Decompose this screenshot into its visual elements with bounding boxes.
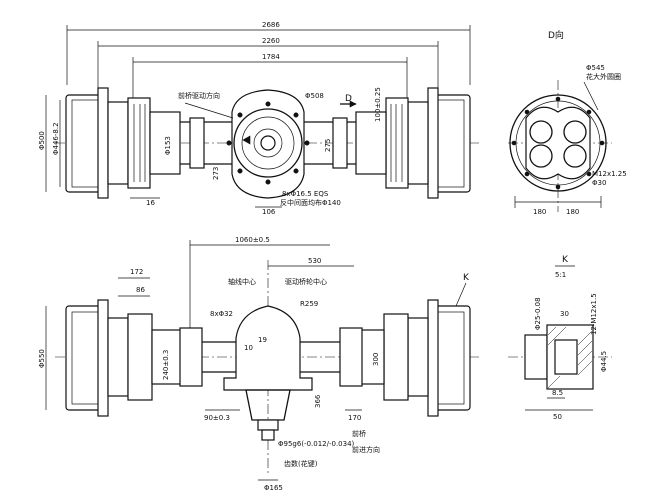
view-d-bolts bbox=[511, 96, 605, 190]
detail-k-d25: Φ25-0.08 bbox=[534, 297, 542, 330]
view-d-thread-dia: Φ30 bbox=[592, 179, 606, 187]
legend-1: 前桥 bbox=[352, 429, 366, 438]
dim-hub-dia: Φ508 bbox=[305, 92, 324, 100]
view-d-mark: D bbox=[345, 94, 352, 104]
dim-left-h2: 273 bbox=[212, 167, 220, 180]
view-d-w-left: 180 bbox=[533, 208, 546, 216]
view-d-w-right: 180 bbox=[566, 208, 579, 216]
dim-165: Φ165 bbox=[264, 484, 283, 492]
detail-k-scale: 5:1 bbox=[555, 271, 566, 279]
k-mark: K bbox=[463, 273, 470, 283]
dim-flange-dia2: Φ446-8.2 bbox=[52, 122, 60, 155]
dim-bolts: 8xΦ16.5 EQS bbox=[282, 190, 329, 198]
dim-10: 10 bbox=[244, 344, 253, 352]
detail-k-hatch bbox=[547, 326, 593, 389]
dim-r259: R259 bbox=[300, 300, 318, 308]
bolt-circle-top bbox=[226, 101, 310, 185]
dim-flange-dia: Φ500 bbox=[38, 131, 46, 150]
dim-right-h: 275 bbox=[324, 139, 332, 152]
dim-19: 19 bbox=[258, 336, 267, 344]
dim-bolts-note: 反中间面均布Φ140 bbox=[280, 198, 341, 207]
dim-240: 240±0.3 bbox=[162, 350, 170, 380]
view-d-dia: Φ545 bbox=[586, 64, 605, 72]
detail-k: K 5:1 Φ25-0.08 30 12-M12x1.5 Φ44.5 8.5 5… bbox=[508, 255, 612, 421]
top-view: 2686 2260 1784 bbox=[38, 21, 480, 216]
detail-k-thread: 12-M12x1.5 bbox=[590, 293, 598, 335]
dim-300: 300 bbox=[372, 353, 380, 366]
view-d-thread: M12x1.25 bbox=[592, 170, 627, 178]
dim-center-106: 106 bbox=[262, 208, 276, 216]
bottom-view: 1060±0.5 530 172 86 8xΦ32 bbox=[38, 236, 480, 492]
dim-170: 170 bbox=[348, 414, 361, 422]
dim-172: 172 bbox=[130, 268, 143, 276]
dim-shaft: Φ95g6(-0.012/-0.034) bbox=[278, 440, 355, 448]
arrow-note: 前桥驱动方向 bbox=[178, 91, 220, 100]
dim-right-offset: 100±0.25 bbox=[374, 87, 382, 122]
detail-k-d8: 8.5 bbox=[552, 389, 563, 397]
label-holes: 8xΦ32 bbox=[210, 310, 233, 318]
dim-90: 90±0.3 bbox=[204, 414, 230, 422]
dim-366: 366 bbox=[314, 394, 322, 408]
dim-spline: 齿数(花键) bbox=[284, 459, 318, 468]
view-d-title: D向 bbox=[548, 29, 564, 41]
dim-overall: 2686 bbox=[262, 21, 280, 29]
dim-side-16: 16 bbox=[146, 199, 155, 207]
label-center2: 驱动桥轮中心 bbox=[285, 277, 327, 286]
dim-mid: 2260 bbox=[262, 37, 280, 45]
dim-left-h: Φ153 bbox=[164, 136, 172, 155]
dim-1060: 1060±0.5 bbox=[235, 236, 270, 244]
label-center: 轴线中心 bbox=[228, 277, 256, 286]
dim-86: 86 bbox=[136, 286, 145, 294]
dim-530: 530 bbox=[308, 257, 321, 265]
detail-k-d30: 30 bbox=[560, 310, 569, 318]
dim-flange-dia-bottom: Φ550 bbox=[38, 349, 46, 368]
view-d-dia-note: 花大外圆圈 bbox=[586, 72, 621, 81]
dim-inner: 1784 bbox=[262, 53, 280, 61]
detail-k-d44: Φ44.5 bbox=[600, 351, 608, 372]
legend-2: 前进方向 bbox=[352, 445, 380, 454]
detail-k-d50: 50 bbox=[553, 413, 562, 421]
detail-k-title: K bbox=[562, 255, 569, 265]
view-d: D向 Φ545 花大外圆圈 M12x1.25 Φ30 180 180 bbox=[508, 29, 627, 216]
